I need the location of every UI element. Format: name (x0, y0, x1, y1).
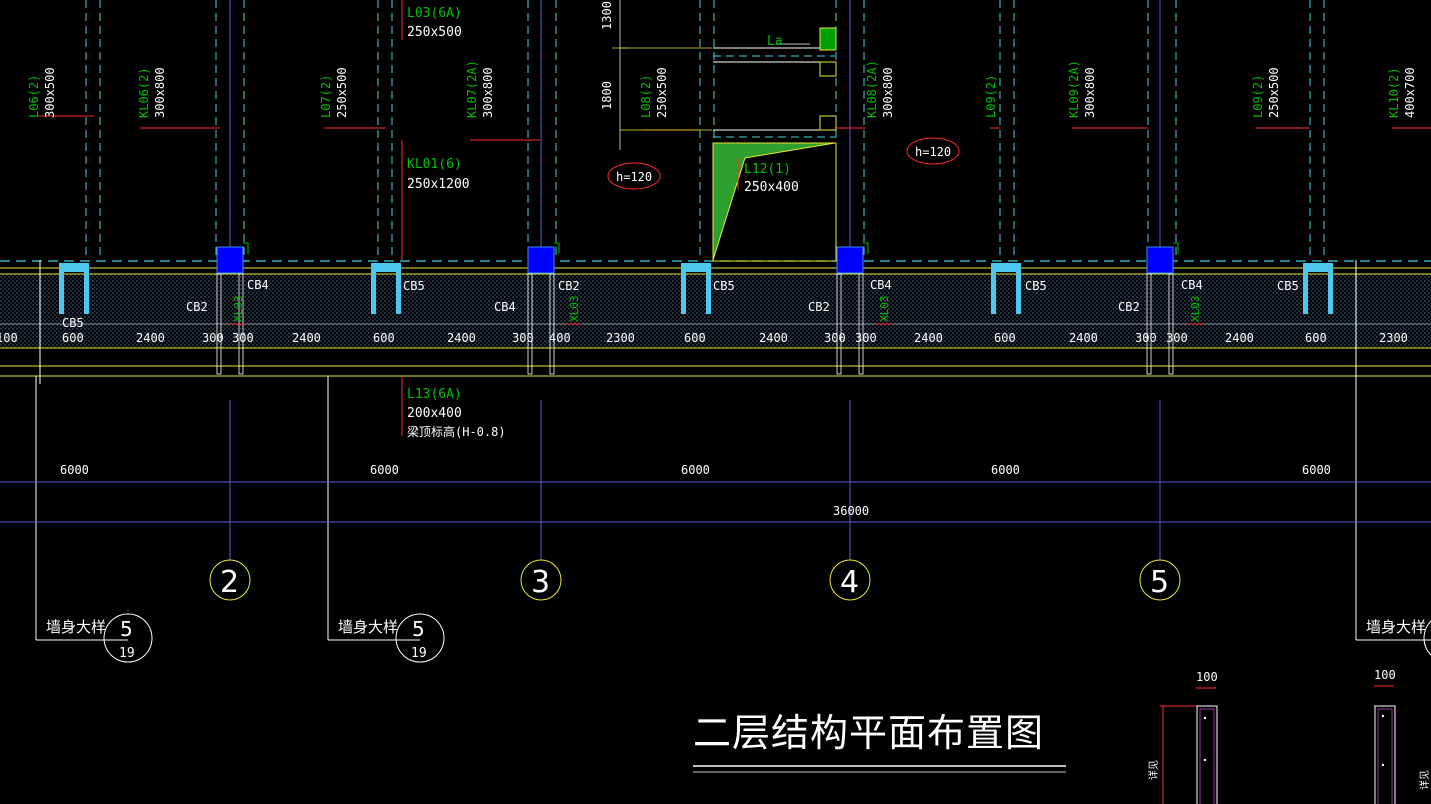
window-cap (991, 263, 1021, 272)
wall-dimension: 600 (62, 331, 84, 345)
wall-dimension: 300 (855, 331, 877, 345)
column-pier (1168, 273, 1174, 375)
window-label: CB2 (808, 300, 830, 314)
window-label: CB2 (558, 279, 580, 293)
wall-dimension: 600 (684, 331, 706, 345)
column (216, 246, 244, 274)
window-cap-leg (991, 272, 996, 314)
window-label: CB5 (62, 316, 84, 330)
window-label: CB5 (403, 279, 425, 293)
window-label: CB4 (247, 278, 269, 292)
window-label: CB5 (713, 279, 735, 293)
column-bracket (1173, 242, 1179, 254)
window-label: CB4 (870, 278, 892, 292)
window-label: CB2 (186, 300, 208, 314)
window-label: CB2 (1118, 300, 1140, 314)
column-pier (858, 273, 864, 375)
wall-dimension: 400 (549, 331, 571, 345)
window-cap (681, 263, 711, 272)
column-bracket (554, 242, 560, 254)
wall-dimension: 300 (202, 331, 224, 345)
column-bracket (863, 242, 869, 254)
wall-dimension: 600 (1305, 331, 1327, 345)
wall-dimension: 2400 (1225, 331, 1254, 345)
window-cap-leg (371, 272, 376, 314)
lintel-label: XL03 (878, 296, 891, 323)
column-pier (527, 273, 533, 375)
lintel-label: XL03 (232, 296, 245, 323)
window-cap-leg (681, 272, 686, 314)
window-cap-leg (84, 272, 89, 314)
column (1146, 246, 1174, 274)
lintel-label: XL03 (1189, 296, 1202, 323)
window-cap (59, 263, 89, 272)
wall-dimension: 300 (824, 331, 846, 345)
window-label: CB4 (1181, 278, 1203, 292)
window-cap (371, 263, 401, 272)
column-pier (1146, 273, 1152, 375)
wall-dimension: 2400 (914, 331, 943, 345)
window-cap-leg (59, 272, 64, 314)
wall-dimension: 300 (232, 331, 254, 345)
column-pier (216, 273, 222, 375)
wall-dimension: 100 (0, 331, 18, 345)
window-label: CB5 (1277, 279, 1299, 293)
window-cap-leg (396, 272, 401, 314)
column (836, 246, 864, 274)
window-cap-leg (706, 272, 711, 314)
window-cap (1303, 263, 1333, 272)
wall-dimension: 300 (1166, 331, 1188, 345)
wall-dimension: 600 (994, 331, 1016, 345)
column (527, 246, 555, 274)
wall-dimension: 2300 (606, 331, 635, 345)
lintel-label: XL03 (568, 296, 581, 323)
column-pier (549, 273, 555, 375)
wall-dimension: 300 (512, 331, 534, 345)
window-label: CB5 (1025, 279, 1047, 293)
window-label: CB4 (494, 300, 516, 314)
wall-dimension: 600 (373, 331, 395, 345)
column-pier (836, 273, 842, 375)
wall-dimension: 300 (1135, 331, 1157, 345)
wall-hatch-band (0, 274, 1431, 348)
opening-area (612, 0, 837, 262)
column-bracket (243, 242, 249, 254)
wall-dimension: 2400 (1069, 331, 1098, 345)
window-cap-leg (1328, 272, 1333, 314)
wall-dimension: 2400 (292, 331, 321, 345)
wall-dimension: 2400 (136, 331, 165, 345)
wall-dimension: 2400 (447, 331, 476, 345)
wall-dimension: 2300 (1379, 331, 1408, 345)
window-cap-leg (1016, 272, 1021, 314)
wall-dimension: 2400 (759, 331, 788, 345)
window-cap-leg (1303, 272, 1308, 314)
